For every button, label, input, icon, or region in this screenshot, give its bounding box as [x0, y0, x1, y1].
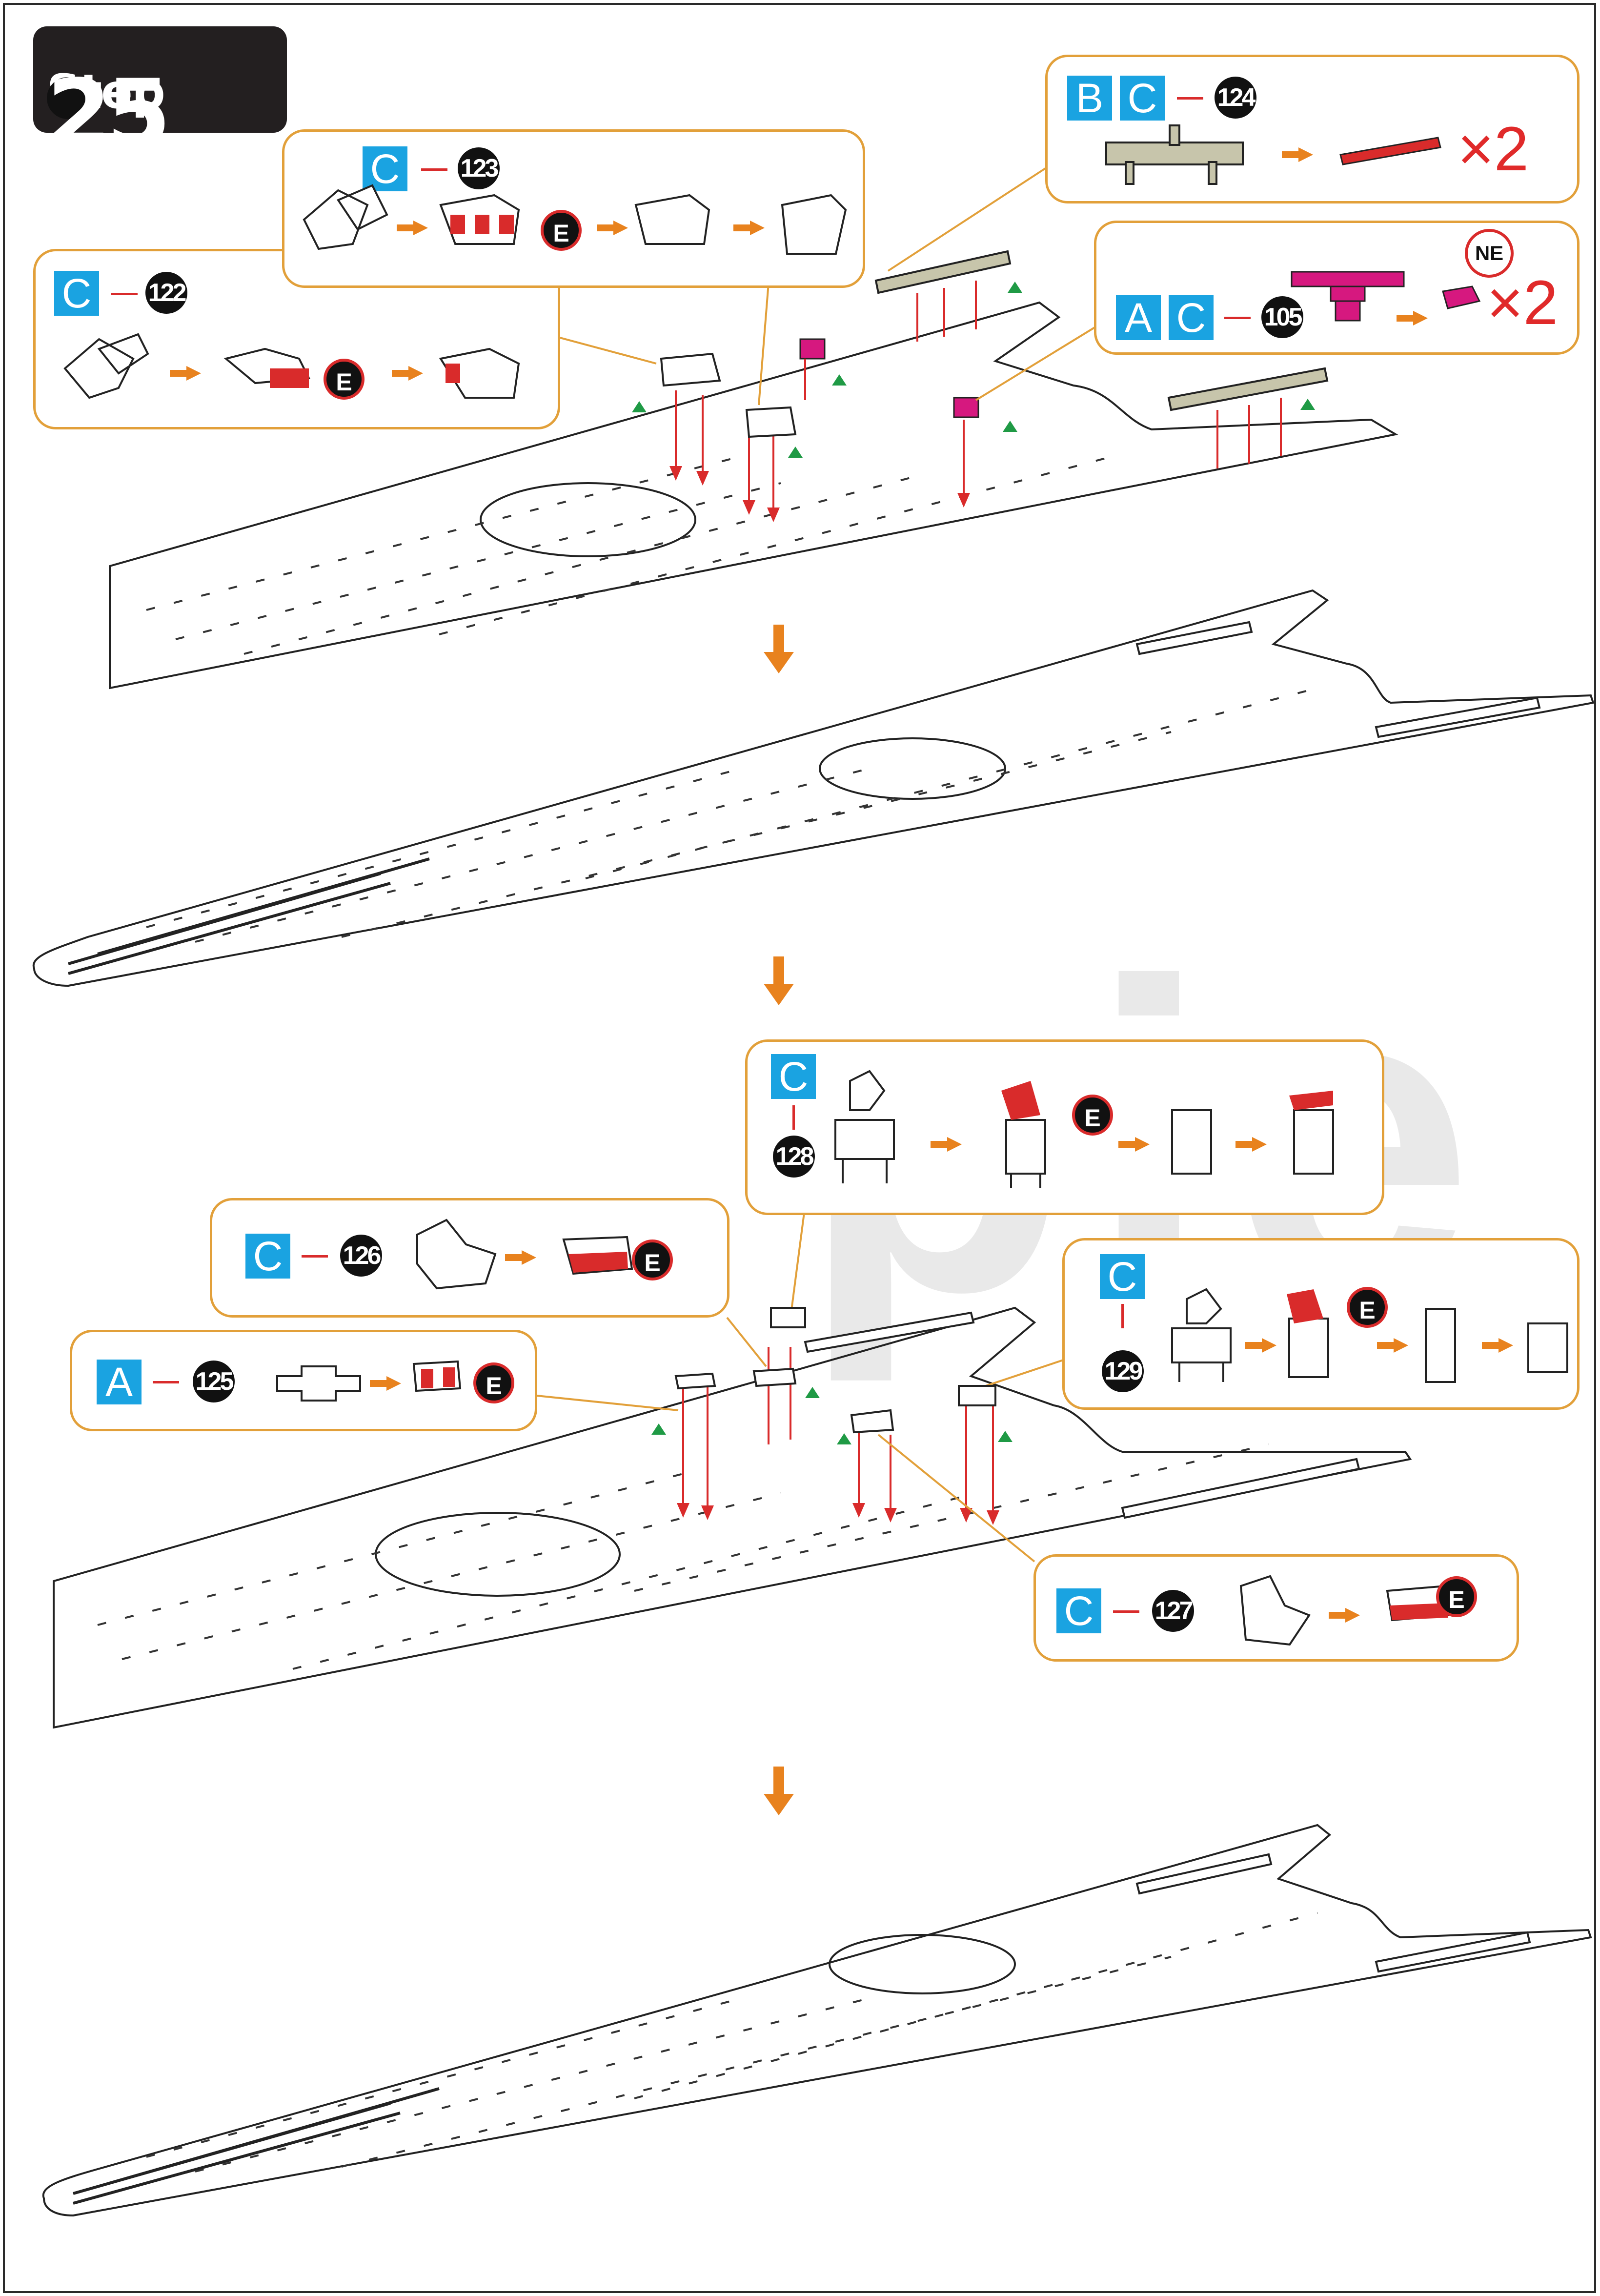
finish-e-badge: E: [1436, 1576, 1477, 1617]
page-frame: [3, 3, 1596, 2293]
sheet-letter: C: [771, 1054, 816, 1099]
hull-2-bow-stripes: [68, 857, 430, 975]
arrow-right-icon: [1329, 1608, 1360, 1623]
part-number: 125: [193, 1361, 235, 1402]
callout-part-129: C 129 E: [1062, 1238, 1580, 1410]
hull-4-outline: [42, 1824, 1592, 2217]
part-number: 124: [1215, 77, 1256, 119]
hull-3-outline: [53, 1306, 1412, 1729]
hull-2-outline: [32, 589, 1595, 987]
callout-part-128: C 128 E: [745, 1039, 1384, 1215]
sheet-letter: C: [245, 1234, 290, 1279]
rail-part-124-b: [1167, 367, 1329, 411]
arrow-right-icon: [931, 1137, 962, 1152]
part-number: 126: [340, 1235, 382, 1277]
orientation-badge: NE: [1465, 229, 1514, 278]
arrow-right-icon: [1377, 1338, 1408, 1353]
sheet-letter: B: [1067, 76, 1112, 121]
step-badge: Step 25: [33, 26, 287, 160]
quantity-label: ×2: [1458, 114, 1529, 184]
arrow-right-icon: [1245, 1338, 1276, 1353]
sheet-letter: C: [54, 271, 99, 316]
sheet-letter: A: [97, 1360, 142, 1404]
hull-1-outline: [109, 301, 1398, 690]
part-number: 128: [773, 1136, 815, 1178]
arrow-right-icon: [1235, 1137, 1267, 1152]
finish-e-badge: E: [541, 210, 582, 251]
arrow-right-icon: [1118, 1137, 1150, 1152]
part-number: 105: [1261, 296, 1303, 338]
callout-part-126: C 126 E: [210, 1198, 729, 1318]
arrow-down-icon: [764, 956, 794, 1005]
callout-part-105: A C 105 NE ×2: [1094, 221, 1580, 355]
sheet-letter: C: [1169, 295, 1214, 340]
arrow-right-icon: [1482, 1338, 1513, 1353]
rail-part-124-a: [874, 250, 1012, 294]
sheet-letter: C: [1056, 1588, 1101, 1633]
hull-4-bow-stripes: [73, 2087, 440, 2205]
callout-part-124: B C 124 ×2: [1045, 55, 1580, 203]
part-number: 122: [145, 272, 187, 314]
callout-part-123: C 123 E: [282, 129, 865, 288]
sheet-letter: C: [1100, 1254, 1145, 1299]
arrow-right-icon: [170, 366, 201, 381]
finish-e-badge: E: [1072, 1095, 1113, 1136]
callout-part-125: A 125 E: [70, 1330, 537, 1431]
part-number: 127: [1152, 1590, 1194, 1632]
hull-3-deck-circle: [375, 1512, 621, 1597]
hull-4-deck-circle: [829, 1934, 1016, 1994]
part-105-b: [953, 397, 979, 418]
arrow-right-icon: [597, 221, 628, 235]
quantity-label: ×2: [1487, 268, 1558, 338]
arrow-right-icon: [505, 1250, 536, 1265]
arrow-right-icon: [1397, 311, 1428, 325]
finish-e-badge: E: [632, 1239, 673, 1280]
part-number: 123: [458, 147, 500, 189]
callout-part-127: C 127 E: [1033, 1554, 1519, 1662]
arrow-right-icon: [733, 221, 765, 235]
hull-2-deck-circle: [819, 737, 1006, 800]
finish-e-badge: E: [1347, 1287, 1388, 1328]
sheet-letter: C: [1120, 76, 1165, 121]
part-number: 129: [1102, 1350, 1144, 1392]
finish-e-badge: E: [473, 1362, 514, 1403]
part-105-a: [799, 338, 826, 360]
finish-e-badge: E: [324, 359, 365, 400]
arrow-right-icon: [392, 366, 423, 381]
arrow-right-icon: [1282, 147, 1313, 162]
arrow-right-icon: [370, 1376, 401, 1391]
arrow-down-icon: [764, 625, 794, 673]
arrow-right-icon: [397, 221, 428, 235]
sheet-letter: C: [363, 146, 407, 191]
sheet-letter: A: [1116, 295, 1161, 340]
arrow-down-icon: [764, 1767, 794, 1815]
hull-1-deck-circle: [480, 482, 696, 557]
